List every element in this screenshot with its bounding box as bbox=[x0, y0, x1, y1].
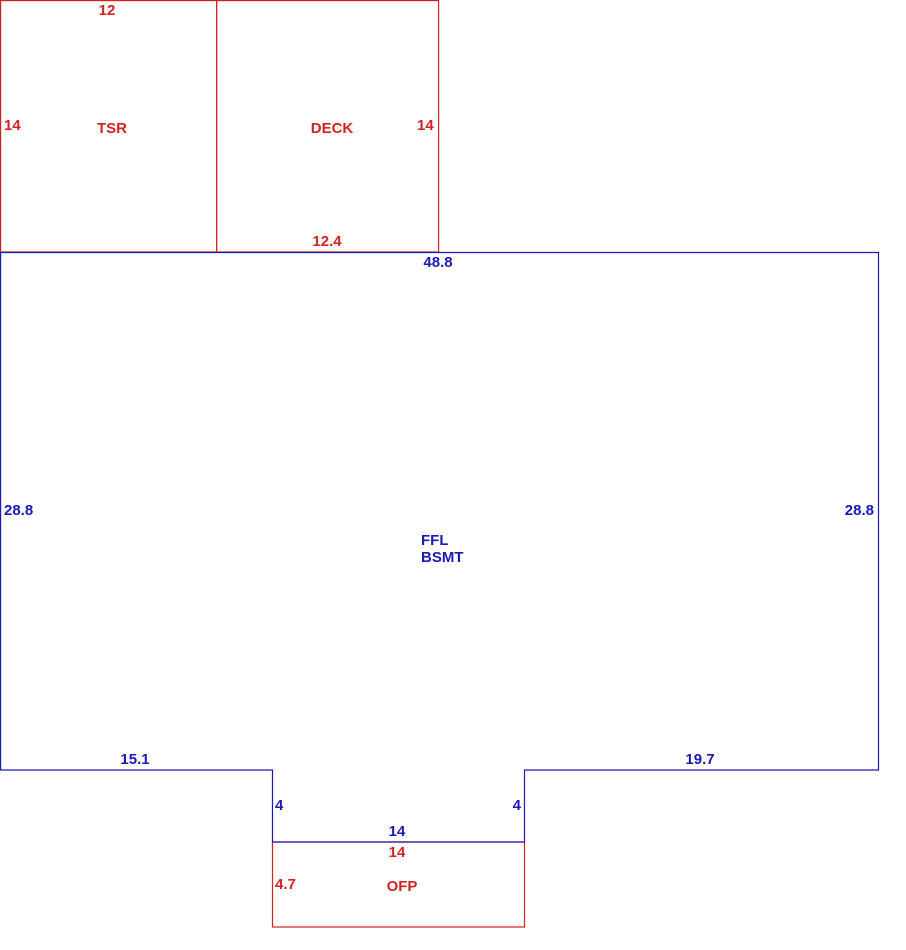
main-bottom-right-dimension: 19.7 bbox=[685, 751, 714, 768]
main-right-dimension: 28.8 bbox=[845, 502, 874, 519]
deck-area-label: DECK bbox=[311, 120, 354, 137]
ffl-bsmt-outline bbox=[0, 251, 880, 843]
main-left-dimension: 28.8 bbox=[4, 502, 33, 519]
main-notch-right-dimension: 4 bbox=[513, 797, 522, 814]
tsr-top-dimension: 12 bbox=[99, 2, 116, 19]
main-notch-left-dimension: 4 bbox=[275, 797, 284, 814]
main-bottom-left-dimension: 15.1 bbox=[120, 751, 149, 768]
tsr-left-dimension: 14 bbox=[4, 117, 21, 134]
main-notch-bottom-dimension: 14 bbox=[389, 823, 406, 840]
ofp-left-dimension: 4.7 bbox=[275, 876, 296, 893]
main-area-label-line2: BSMT bbox=[421, 549, 464, 566]
deck-bottom-dimension: 12.4 bbox=[312, 233, 342, 250]
deck-right-dimension: 14 bbox=[417, 117, 434, 134]
ofp-area-label: OFP bbox=[387, 878, 418, 895]
tsr-area-label: TSR bbox=[97, 120, 127, 137]
main-area-label-line1: FFL bbox=[421, 532, 449, 549]
main-top-dimension: 48.8 bbox=[423, 254, 452, 271]
ofp-top-dimension: 14 bbox=[389, 844, 406, 861]
